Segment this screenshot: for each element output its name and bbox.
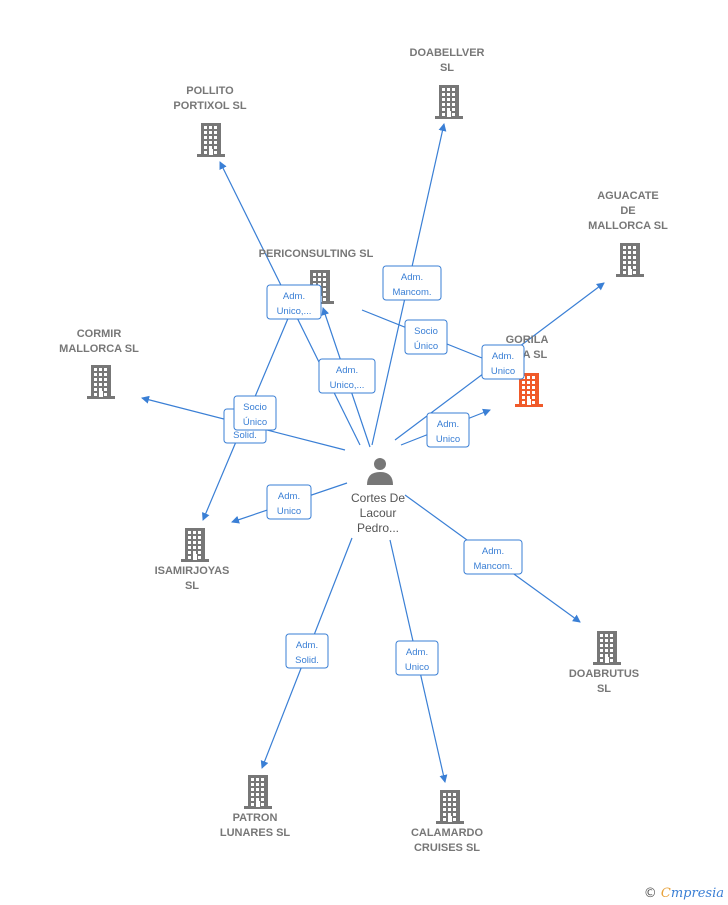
edge-label: Adm.Unico <box>266 484 312 520</box>
svg-text:Adm.Unico,...: Adm.Unico,... <box>330 365 365 391</box>
edge-label: Adm.Unico,... <box>318 358 376 394</box>
company-building-icon <box>181 528 209 562</box>
svg-text:Adm.Unico: Adm.Unico <box>491 351 515 377</box>
svg-text:Adm.Solid.: Adm.Solid. <box>295 640 319 666</box>
svg-text:Adm.Mancom.: Adm.Mancom. <box>392 272 431 298</box>
edge-label: Adm.Solid. <box>285 633 329 669</box>
svg-text:Adm.Unico: Adm.Unico <box>405 647 429 673</box>
company-building-icon <box>616 243 644 277</box>
person-icon <box>367 458 393 485</box>
edge-label: Adm.Unico <box>395 640 439 676</box>
svg-text:Adm.Unico,...: Adm.Unico,... <box>277 291 312 317</box>
company-building-icon <box>244 775 272 809</box>
svg-text:Adm.Unico: Adm.Unico <box>436 419 460 445</box>
edge-label: Adm.Mancom. <box>382 265 442 301</box>
company-building-icon <box>87 365 115 399</box>
company-building-icon <box>197 123 225 157</box>
company-building-icon <box>515 373 543 407</box>
svg-text:Adm.Mancom.: Adm.Mancom. <box>473 546 512 572</box>
edge-label: Adm.Unico <box>481 344 525 380</box>
svg-text:Adm.Unico: Adm.Unico <box>277 491 301 517</box>
edge-label: Adm.Unico,... <box>266 284 322 320</box>
company-building-icon <box>435 85 463 119</box>
edge-label: Adm.Mancom. <box>463 539 523 575</box>
edge-label: Adm.Unico <box>426 412 470 448</box>
company-label-periconsulting[interactable]: PERICONSULTING SL <box>259 248 374 260</box>
company-building-icon <box>436 790 464 824</box>
company-building-icon <box>593 631 621 665</box>
empresia-logo: © Cmpresia <box>643 886 724 901</box>
